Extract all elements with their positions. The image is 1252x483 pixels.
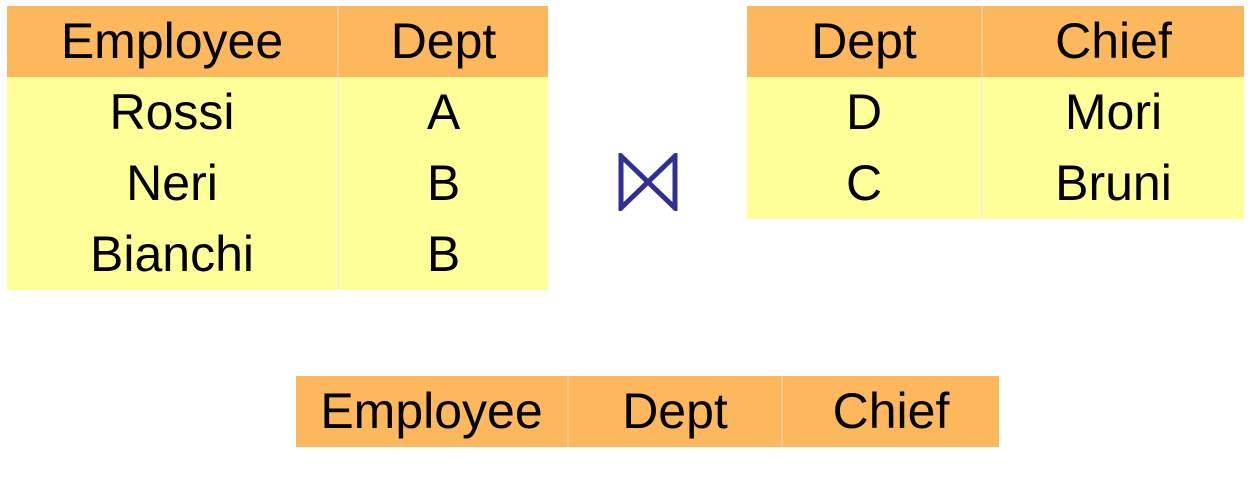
table-row: Bianchi B — [7, 219, 548, 290]
table-row: Neri B — [7, 148, 548, 219]
table-cell: Bruni — [981, 148, 1244, 219]
column-header-employee: Employee — [296, 376, 568, 447]
column-header-dept: Dept — [337, 6, 548, 77]
table-header-row: Employee Dept — [7, 6, 548, 77]
column-header-dept: Dept — [567, 376, 782, 447]
table-header-row: Dept Chief — [747, 6, 1244, 77]
column-header-chief: Chief — [981, 6, 1244, 77]
table-cell: C — [747, 148, 982, 219]
table-cell: Neri — [7, 148, 338, 219]
left-relation-table: Employee Dept Rossi A Neri B Bianchi B — [7, 6, 548, 290]
bowtie-join-icon — [618, 153, 678, 211]
table-row: D Mori — [747, 77, 1244, 148]
table-cell: D — [747, 77, 982, 148]
table-cell: Bianchi — [7, 219, 338, 290]
table-cell: B — [337, 219, 548, 290]
table-row: Rossi A — [7, 77, 548, 148]
table-cell: A — [337, 77, 548, 148]
right-relation-table: Dept Chief D Mori C Bruni — [747, 6, 1244, 219]
table-row: C Bruni — [747, 148, 1244, 219]
table-cell: B — [337, 148, 548, 219]
column-header-chief: Chief — [781, 376, 999, 447]
table-cell: Mori — [981, 77, 1244, 148]
column-header-employee: Employee — [7, 6, 338, 77]
column-header-dept: Dept — [747, 6, 982, 77]
table-cell: Rossi — [7, 77, 338, 148]
result-relation-table: Employee Dept Chief — [296, 376, 999, 447]
table-header-row: Employee Dept Chief — [296, 376, 999, 447]
